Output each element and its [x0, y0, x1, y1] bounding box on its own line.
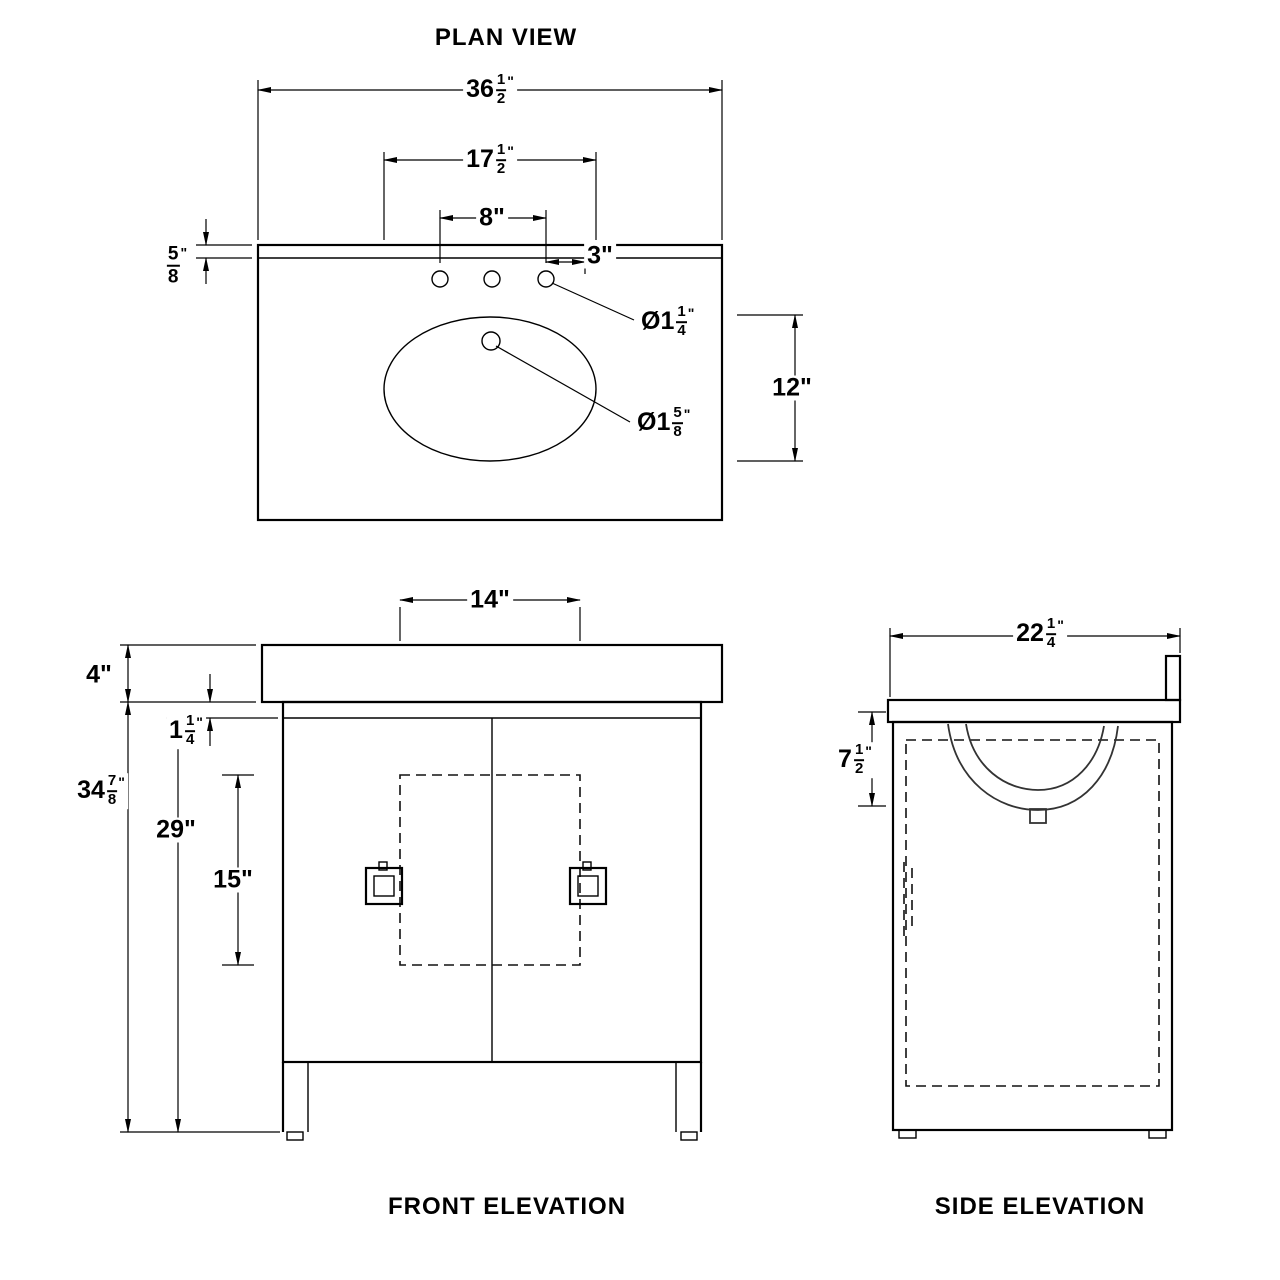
side-hidden-hardware: [903, 862, 913, 938]
dim-denominator: 4: [185, 731, 195, 748]
plan-faucet-hole-right: [537, 270, 555, 288]
side-backsplash: [1164, 654, 1182, 702]
plan-faucet-hole-left: [431, 270, 449, 288]
plan-countertop: [256, 243, 724, 522]
dim-numerator: 5: [166, 244, 180, 267]
side-cabinet: [891, 720, 1174, 1132]
plan-faucet-hole-center: [483, 270, 501, 288]
dim-whole: 34: [77, 776, 105, 805]
dim-whole: 1: [169, 716, 183, 745]
front-dimension-lines: [120, 597, 581, 1133]
dim-numerator: 1: [853, 741, 865, 761]
side-elevation-drawing: [858, 628, 1182, 1139]
dim-whole: 17: [466, 145, 494, 174]
dim-front-sink-clear-width: 14": [467, 587, 513, 613]
dim-denominator: 8: [167, 267, 179, 288]
dim-front-door-opening-height: 15": [210, 867, 256, 893]
front-foot-right: [680, 1131, 698, 1141]
dim-whole: 36: [466, 75, 494, 104]
dim-unit: ": [507, 143, 514, 160]
front-sink-opening-dashed: [399, 774, 581, 966]
plan-dimension-lines: [196, 80, 803, 462]
dim-front-cabinet-height: 29": [153, 817, 199, 843]
side-interior-dashed: [905, 739, 1160, 1087]
drain-dia-leader: [495, 345, 631, 423]
dim-numerator: 1: [495, 71, 507, 91]
dim-plan-hole-offset: 3": [584, 243, 616, 269]
dim-unit: ": [118, 774, 125, 791]
plan-sink-basin: [383, 316, 597, 462]
front-elevation-drawing: [120, 597, 724, 1141]
dim-numerator: 1: [495, 141, 507, 161]
front-door-pull-left: [364, 861, 404, 906]
dim-front-counter-height: 4": [83, 662, 115, 688]
side-foot-left: [898, 1129, 917, 1139]
dim-denominator: 2: [496, 160, 506, 177]
dim-whole: Ø1: [637, 408, 671, 437]
dim-numerator: 1: [676, 303, 687, 323]
side-countertop: [886, 698, 1182, 724]
plan-drain-hole: [481, 331, 501, 351]
dim-denominator: 4: [1046, 634, 1056, 651]
front-foot-left: [286, 1131, 304, 1141]
dim-whole: Ø1: [641, 307, 675, 336]
plan-view-title: PLAN VIEW: [434, 24, 578, 51]
dim-unit: ": [507, 73, 514, 90]
side-sink-bowl-hidden: [947, 723, 1119, 824]
front-door-pull-right: [568, 861, 608, 906]
dim-numerator: 5: [672, 404, 683, 424]
dim-denominator: 2: [496, 90, 506, 107]
side-foot-right: [1148, 1129, 1167, 1139]
dim-whole: 7: [838, 745, 852, 774]
front-countertop: [260, 643, 724, 704]
dim-denominator: 8: [107, 791, 117, 808]
side-elevation-title: SIDE ELEVATION: [934, 1193, 1146, 1220]
dim-unit: ": [180, 244, 188, 261]
dim-plan-faucet-spread: 8": [476, 205, 508, 231]
front-elevation-title: FRONT ELEVATION: [387, 1193, 627, 1220]
dim-unit: ": [1057, 617, 1064, 634]
dim-numerator: 7: [106, 772, 118, 792]
dim-denominator: 4: [677, 322, 686, 339]
dim-unit: ": [687, 305, 695, 322]
dim-numerator: 1: [184, 712, 196, 732]
dim-denominator: 8: [673, 423, 682, 440]
dim-plan-sink-depth: 12": [769, 375, 815, 401]
dim-unit: ": [196, 714, 203, 731]
dim-numerator: 1: [1045, 615, 1057, 635]
dim-whole: 22: [1016, 619, 1044, 648]
faucet-dia-leader: [551, 282, 635, 321]
dim-denominator: 2: [854, 760, 864, 777]
dim-unit: ": [683, 406, 691, 423]
dim-unit: ": [865, 743, 872, 760]
